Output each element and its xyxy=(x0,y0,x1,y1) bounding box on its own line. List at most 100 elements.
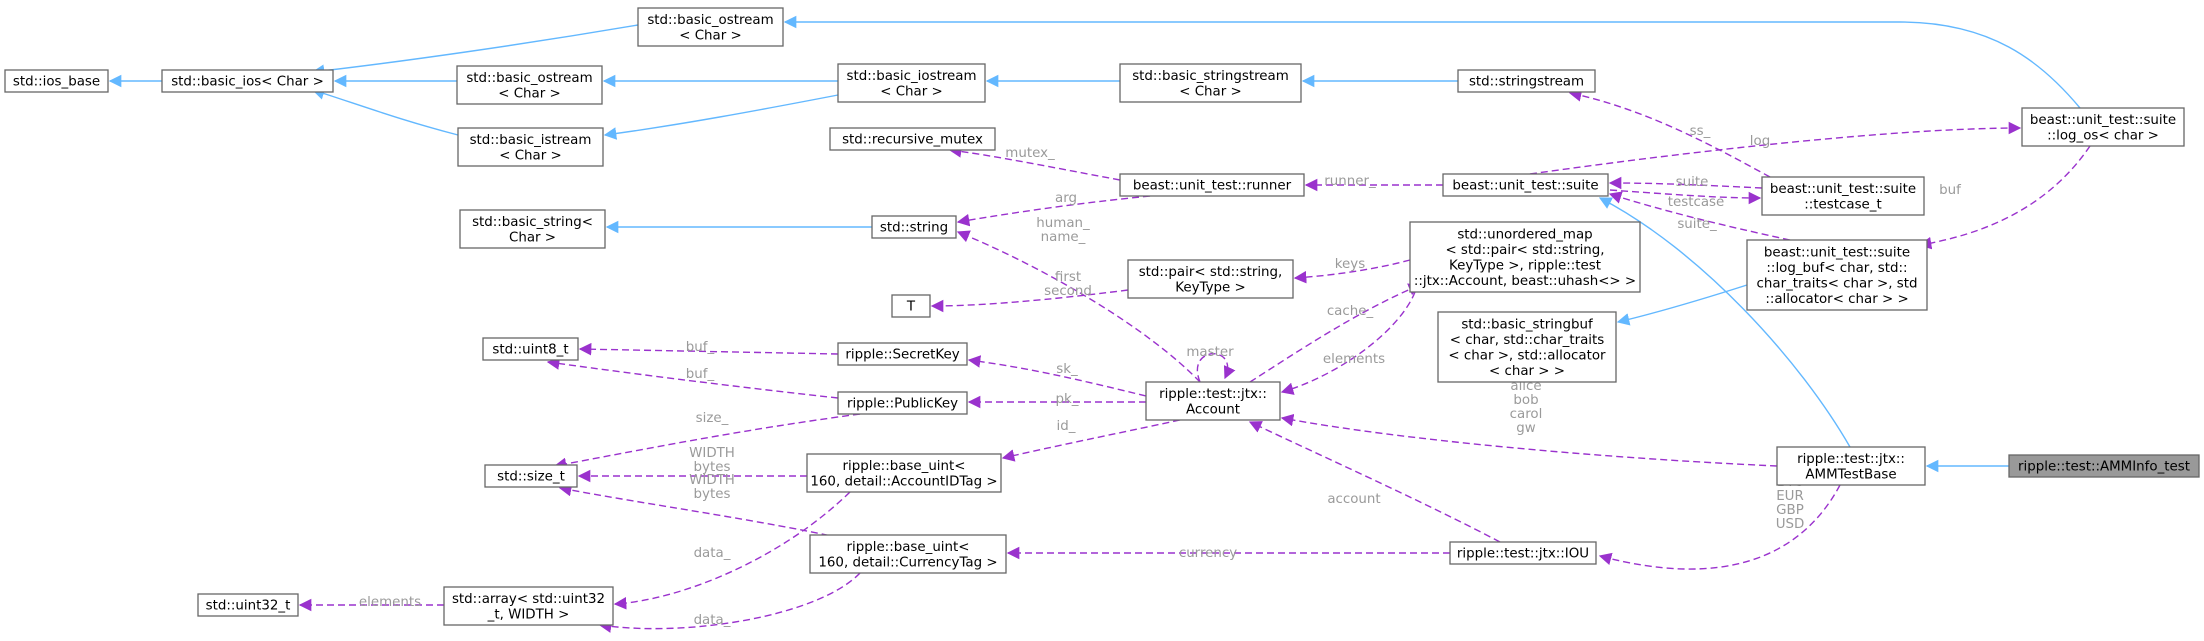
class-box xyxy=(871,215,957,239)
edge-label-line: elements xyxy=(359,595,421,610)
class-box xyxy=(637,7,784,47)
edge-label-line: account xyxy=(1327,492,1380,507)
class-node-account[interactable]: ripple::test::jtx::Account xyxy=(1145,381,1281,421)
edge-logbuf-to-suite xyxy=(1608,191,1791,241)
class-node-ammtestbase[interactable]: ripple::test::jtx::AMMTestBase xyxy=(1776,446,1926,486)
class-name-line: std::basic_string< xyxy=(472,215,593,230)
class-node-basic-stringstream[interactable]: std::basic_stringstream< Char > xyxy=(1119,63,1302,103)
class-name-line: std::unordered_map xyxy=(1457,227,1592,242)
class-name-line: KeyType > xyxy=(1175,280,1246,295)
edge-label-line: suite_ xyxy=(1677,217,1717,232)
class-box xyxy=(1457,69,1596,93)
class-node-basic-iostream[interactable]: std::basic_iostream< Char > xyxy=(837,63,986,103)
class-box xyxy=(806,453,1002,493)
class-node-publickey[interactable]: ripple::PublicKey xyxy=(837,391,968,415)
edge-suite-to-logos xyxy=(1529,121,2022,175)
class-name-line: 160, detail::AccountIDTag > xyxy=(810,474,997,489)
class-name: ripple::test::jtx::Account xyxy=(1159,387,1267,418)
edge-label-runner: runner_ xyxy=(1324,174,1376,189)
class-name: std::basic_string<Char > xyxy=(472,215,593,246)
edge-account-to-map xyxy=(1249,283,1422,383)
class-box xyxy=(456,65,603,105)
class-name: ripple::SecretKey xyxy=(845,348,959,363)
class-node-ios-base[interactable]: std::ios_base xyxy=(4,69,109,93)
class-node-log-buf[interactable]: beast::unit_test::suite::log_buf< char, … xyxy=(1746,239,1928,311)
class-name-line: beast::unit_test::suite xyxy=(2030,113,2176,128)
class-name: beast::unit_test::runner xyxy=(1133,179,1292,194)
class-box xyxy=(1442,173,1609,197)
class-name-line: < Char > xyxy=(679,28,742,43)
edge-label-line: alice xyxy=(1510,379,1541,394)
class-node-stringstream[interactable]: std::stringstream xyxy=(1457,69,1596,93)
edge-publickey-to-sizet xyxy=(553,413,861,471)
class-name: std::array< std::uint32_t, WIDTH > xyxy=(452,592,605,623)
class-node-basic-stringbuf[interactable]: std::basic_stringbuf< char, std::char_tr… xyxy=(1437,311,1617,383)
class-node-log-os[interactable]: beast::unit_test::suite::log_os< char > xyxy=(2021,107,2185,147)
class-name-line: std::string xyxy=(880,221,948,236)
class-name-line: Char > xyxy=(509,230,556,245)
class-name-line: < Char > xyxy=(880,84,943,99)
class-name: std::basic_stringbuf< char, std::char_tr… xyxy=(1448,317,1606,379)
class-node-basic-ostream-mid[interactable]: std::basic_ostream< Char > xyxy=(456,65,603,105)
class-node-base-uint-cur[interactable]: ripple::base_uint<160, detail::CurrencyT… xyxy=(809,534,1007,574)
class-node-uint32-t[interactable]: std::uint32_t xyxy=(197,593,299,617)
edge-label-pk: pk_ xyxy=(1056,392,1079,407)
class-node-basic-ios[interactable]: std::basic_ios< Char > xyxy=(161,69,334,93)
class-box xyxy=(197,593,299,617)
class-name: std::basic_ostream< Char > xyxy=(647,13,773,44)
class-node-unordered-map[interactable]: std::unordered_map< std::pair< std::stri… xyxy=(1409,221,1641,293)
class-node-basic-istream[interactable]: std::basic_istream< Char > xyxy=(457,127,604,167)
class-node-uint8-t[interactable]: std::uint8_t xyxy=(482,337,579,361)
edge-logos-to-ostream-top xyxy=(783,15,2081,109)
class-node-t[interactable]: T xyxy=(891,294,931,318)
class-name-line: KeyType >, ripple::test xyxy=(1449,258,1601,273)
edge-map-to-account xyxy=(1280,291,1416,395)
edge-label-line: EUR xyxy=(1776,489,1804,504)
class-name-line: char_traits< char >, std xyxy=(1757,276,1918,291)
class-node-recursive-mutex[interactable]: std::recursive_mutex xyxy=(829,127,996,151)
edge-label-mutex: mutex_ xyxy=(1005,146,1055,161)
edge-label-line: buf_ xyxy=(686,367,715,382)
class-box xyxy=(829,127,996,151)
class-node-iou[interactable]: ripple::test::jtx::IOU xyxy=(1449,541,1597,565)
class-node-basic-string[interactable]: std::basic_string<Char > xyxy=(459,209,606,249)
class-name-line: ripple::SecretKey xyxy=(845,348,959,363)
edge-label-line: name_ xyxy=(1041,230,1086,245)
class-name-line: < Char > xyxy=(498,86,561,101)
edge-label-buf-logos: buf xyxy=(1939,183,1961,198)
class-box xyxy=(457,127,604,167)
class-node-array[interactable]: std::array< std::uint32_t, WIDTH > xyxy=(443,586,614,626)
class-node-size-t[interactable]: std::size_t xyxy=(484,464,578,488)
class-name-line: AMMTestBase xyxy=(1805,467,1896,482)
class-node-testcase-t[interactable]: beast::unit_test::suite::testcase_t xyxy=(1761,176,1925,216)
class-name: ripple::test::AMMInfo_test xyxy=(2018,460,2190,475)
class-node-suite[interactable]: beast::unit_test::suite xyxy=(1442,173,1609,197)
edge-account-to-secretkey xyxy=(967,355,1147,397)
class-name-line: std::recursive_mutex xyxy=(842,133,983,148)
edge-label-line: master xyxy=(1186,345,1234,360)
edge-ostream-top-to-basic-ios xyxy=(311,24,639,77)
class-name-line: ripple::test::jtx::IOU xyxy=(1457,547,1589,562)
edge-label-line: suite xyxy=(1676,175,1709,190)
edge-label-line: WIDTH xyxy=(689,446,735,461)
class-name-line: Account xyxy=(1186,402,1240,417)
class-box xyxy=(1145,381,1281,421)
class-name: std::recursive_mutex xyxy=(842,133,983,148)
class-name-line: < char, std::char_traits xyxy=(1450,333,1604,348)
class-node-secretkey[interactable]: ripple::SecretKey xyxy=(837,342,968,366)
edge-label-line: cache_ xyxy=(1327,304,1374,319)
class-name-line: std::basic_stringstream xyxy=(1132,69,1289,84)
class-node-runner[interactable]: beast::unit_test::runner xyxy=(1119,173,1305,197)
class-node-pair[interactable]: std::pair< std::string,KeyType > xyxy=(1127,259,1294,299)
class-node-string[interactable]: std::string xyxy=(871,215,957,239)
edge-testcase-to-suite xyxy=(1608,176,1763,190)
class-name-line: ripple::base_uint< xyxy=(843,459,966,474)
class-name-line: ripple::base_uint< xyxy=(847,540,970,555)
class-name-line: std::basic_ostream xyxy=(647,13,773,28)
class-box xyxy=(1449,541,1597,565)
class-node-base-uint-acct[interactable]: ripple::base_uint<160, detail::AccountID… xyxy=(806,453,1002,493)
class-node-basic-ostream-top[interactable]: std::basic_ostream< Char > xyxy=(637,7,784,47)
edge-testcase-to-stringstream xyxy=(1568,89,1771,178)
